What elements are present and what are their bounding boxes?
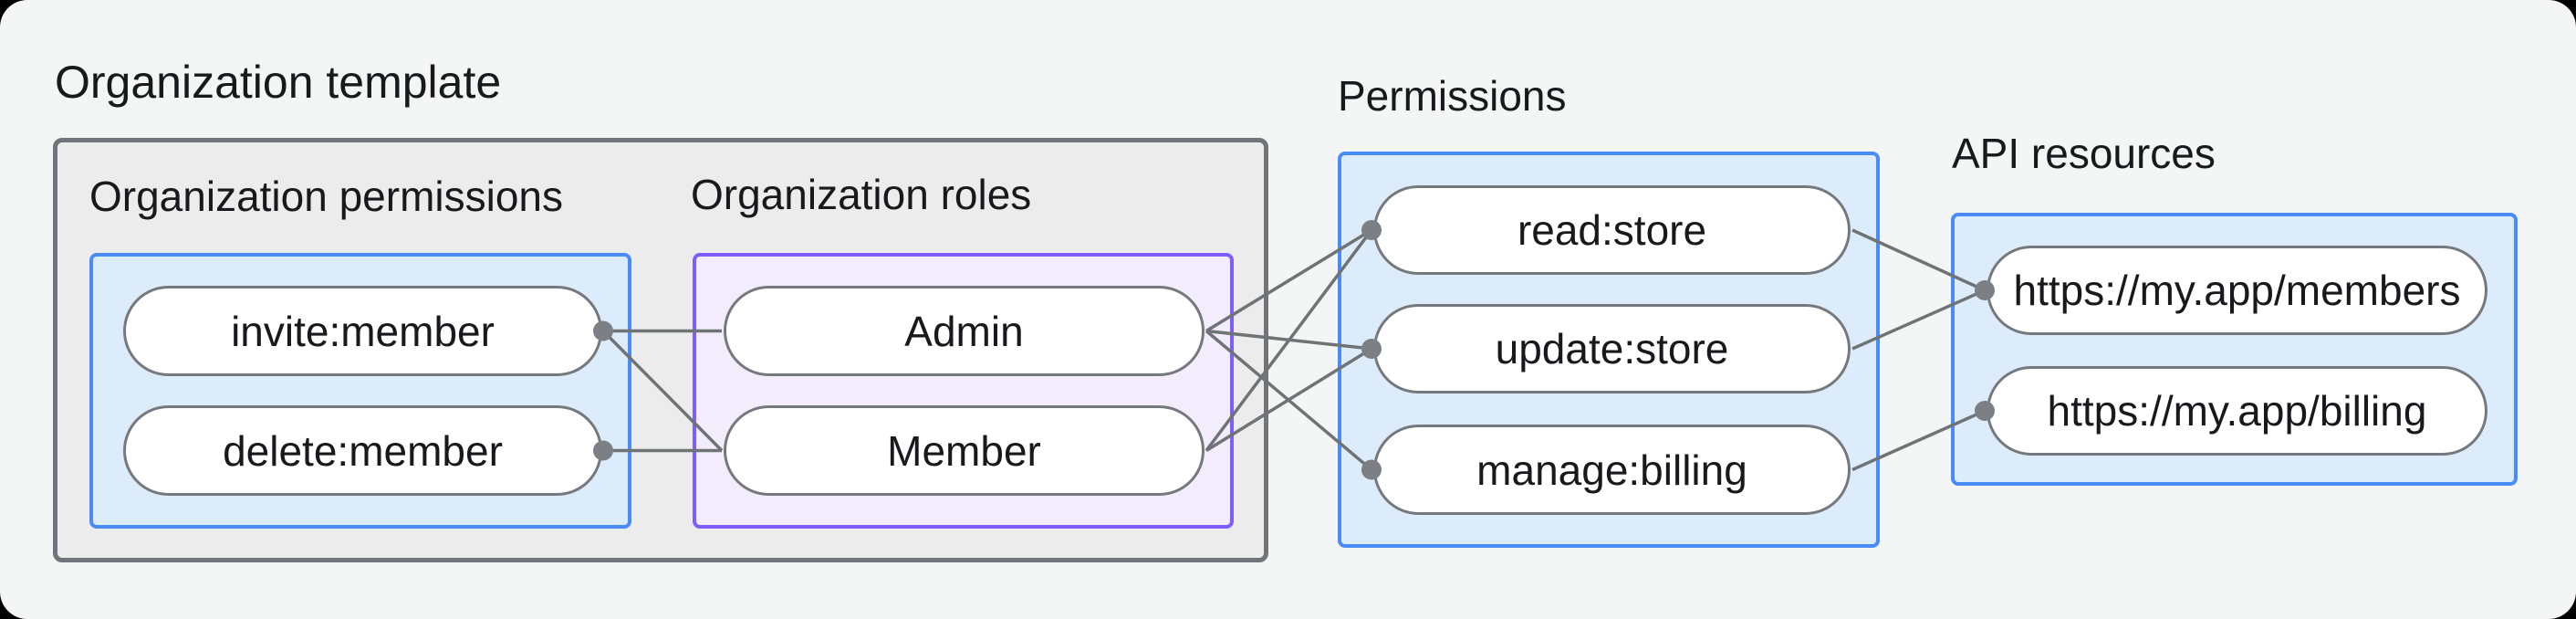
organization-permissions-title: Organization permissions <box>89 173 564 220</box>
pill-member: Member <box>724 405 1205 496</box>
pill-delete-member: delete:member <box>123 405 602 496</box>
pill-manage-billing: manage:billing <box>1373 425 1851 515</box>
pill-invite-member: invite:member <box>123 286 602 376</box>
organization-template-title: Organization template <box>55 57 502 108</box>
pill-update-store: update:store <box>1373 304 1851 393</box>
pill-api-billing: https://my.app/billing <box>1987 366 2487 456</box>
organization-roles-title: Organization roles <box>691 171 1032 218</box>
pill-admin: Admin <box>724 286 1205 376</box>
permissions-title: Permissions <box>1338 72 1567 120</box>
pill-api-members: https://my.app/members <box>1987 246 2487 335</box>
pill-read-store: read:store <box>1373 185 1851 275</box>
api-resources-title: API resources <box>1952 130 2216 177</box>
